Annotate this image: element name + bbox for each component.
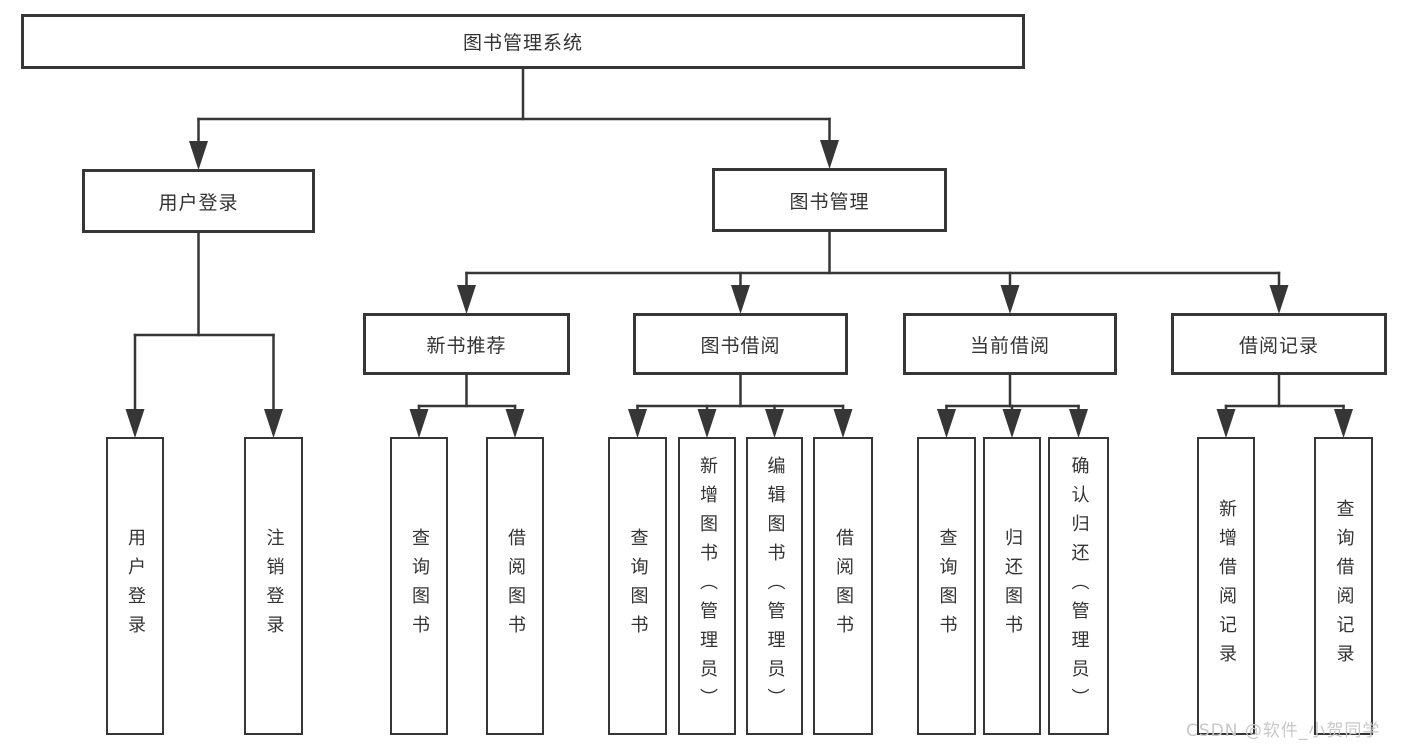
node-current-borrowing: 当前借阅 bbox=[903, 313, 1117, 375]
leaf-return-books: 归还图书 bbox=[983, 437, 1041, 735]
leaf-user-login: 用户登录 bbox=[106, 437, 164, 735]
node-library-management-system: 图书管理系统 bbox=[21, 14, 1025, 69]
leaf-query-books: 查询图书 bbox=[390, 437, 448, 735]
leaf-query-borrow-record: 查询借阅记录 bbox=[1314, 437, 1373, 735]
leaf-logout: 注销登录 bbox=[244, 437, 303, 735]
node-user-login: 用户登录 bbox=[82, 169, 315, 233]
node-book-management: 图书管理 bbox=[712, 168, 947, 232]
leaf-borrow-books: 借阅图书 bbox=[813, 437, 873, 735]
leaf-confirm-return-admin: 确认归还（管理员） bbox=[1048, 437, 1109, 735]
node-borrowing-records: 借阅记录 bbox=[1171, 313, 1387, 375]
node-book-borrowing: 图书借阅 bbox=[633, 313, 848, 375]
leaf-add-borrow-record: 新增借阅记录 bbox=[1197, 437, 1255, 735]
node-new-book-recommendation: 新书推荐 bbox=[363, 313, 570, 375]
leaf-query-books: 查询图书 bbox=[917, 437, 976, 735]
leaf-query-books: 查询图书 bbox=[608, 437, 667, 735]
watermark: CSDN @软件_小贺同学 bbox=[1186, 721, 1381, 741]
leaf-edit-books-admin: 编辑图书（管理员） bbox=[746, 437, 803, 735]
leaf-borrow-books: 借阅图书 bbox=[486, 437, 544, 735]
leaf-add-books-admin: 新增图书（管理员） bbox=[678, 437, 736, 735]
